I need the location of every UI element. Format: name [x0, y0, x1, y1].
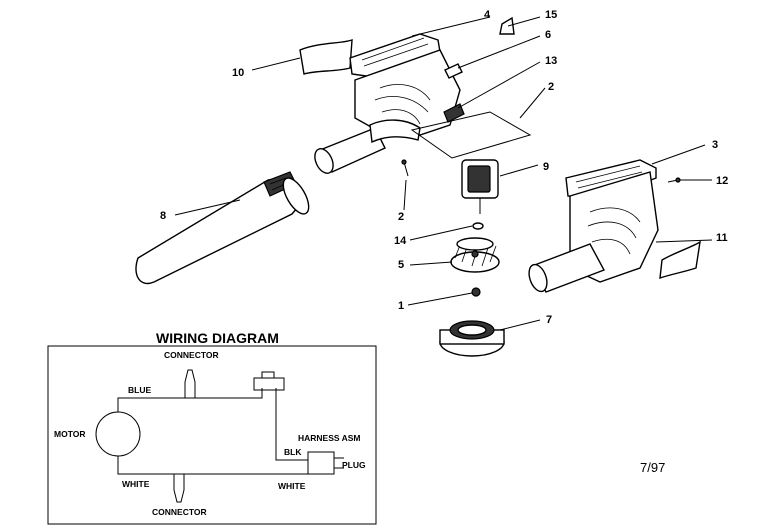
callout-7: 7 [546, 314, 552, 326]
connector-top-symbol [184, 369, 196, 398]
part-2-screw [401, 159, 409, 177]
part-7-collar [439, 320, 505, 357]
part-9-motor [461, 159, 499, 214]
callout-9: 9 [543, 161, 549, 173]
callout-13: 13 [545, 55, 557, 67]
harness-label: HARNESS ASM [298, 433, 361, 443]
callout-6: 6 [545, 29, 551, 41]
part-2-plate [410, 111, 532, 159]
part-10-label-tag [299, 39, 353, 75]
part-3-housing-half [528, 159, 659, 293]
connector-bottom-label: CONNECTOR [152, 507, 207, 517]
callout-8: 8 [160, 210, 166, 222]
motor-symbol [95, 411, 141, 457]
callout-2-lower: 2 [398, 211, 404, 223]
connector-top-label: CONNECTOR [164, 350, 219, 360]
callout-5: 5 [398, 259, 404, 271]
white-wire-right-label: WHITE [278, 481, 306, 491]
switch-symbol [253, 377, 285, 391]
callout-2-upper: 2 [548, 81, 554, 93]
wiring-box [47, 345, 377, 525]
part-6-clip [444, 63, 463, 79]
part-14-washer [472, 222, 484, 230]
callout-12: 12 [716, 175, 728, 187]
revision-date: 7/97 [640, 460, 665, 475]
part-15-tag [499, 16, 515, 35]
plug-label: PLUG [342, 460, 366, 470]
white-wire-left-label: WHITE [122, 479, 150, 489]
motor-label: MOTOR [54, 429, 85, 439]
blue-wire-label: BLUE [128, 385, 151, 395]
connector-bottom-symbol [173, 474, 185, 503]
part-12-screw [667, 177, 681, 183]
plug-symbol [307, 451, 335, 475]
callout-11: 11 [716, 232, 728, 244]
part-1-nut [471, 287, 481, 297]
wiring-title: WIRING DIAGRAM [156, 330, 279, 346]
callout-1: 1 [398, 300, 404, 312]
part-5-impeller [450, 237, 500, 273]
callout-3: 3 [712, 139, 718, 151]
callout-4: 4 [484, 9, 491, 21]
callout-15: 15 [545, 9, 557, 21]
leader-lines [174, 16, 713, 331]
part-13-switch [443, 103, 465, 123]
part-11-label [659, 240, 701, 280]
callout-numbers: 4 15 6 13 2 10 3 12 9 8 2 11 14 5 1 7 [160, 9, 728, 326]
wiring-diagram: WIRING DIAGRAM MOTOR CONNECTOR BLUE HARN… [47, 330, 377, 525]
main-housing [314, 33, 461, 174]
blk-wire-label: BLK [284, 447, 302, 457]
callout-14: 14 [394, 235, 407, 247]
callout-10: 10 [232, 67, 244, 79]
part-8-blower-tube [135, 171, 310, 285]
